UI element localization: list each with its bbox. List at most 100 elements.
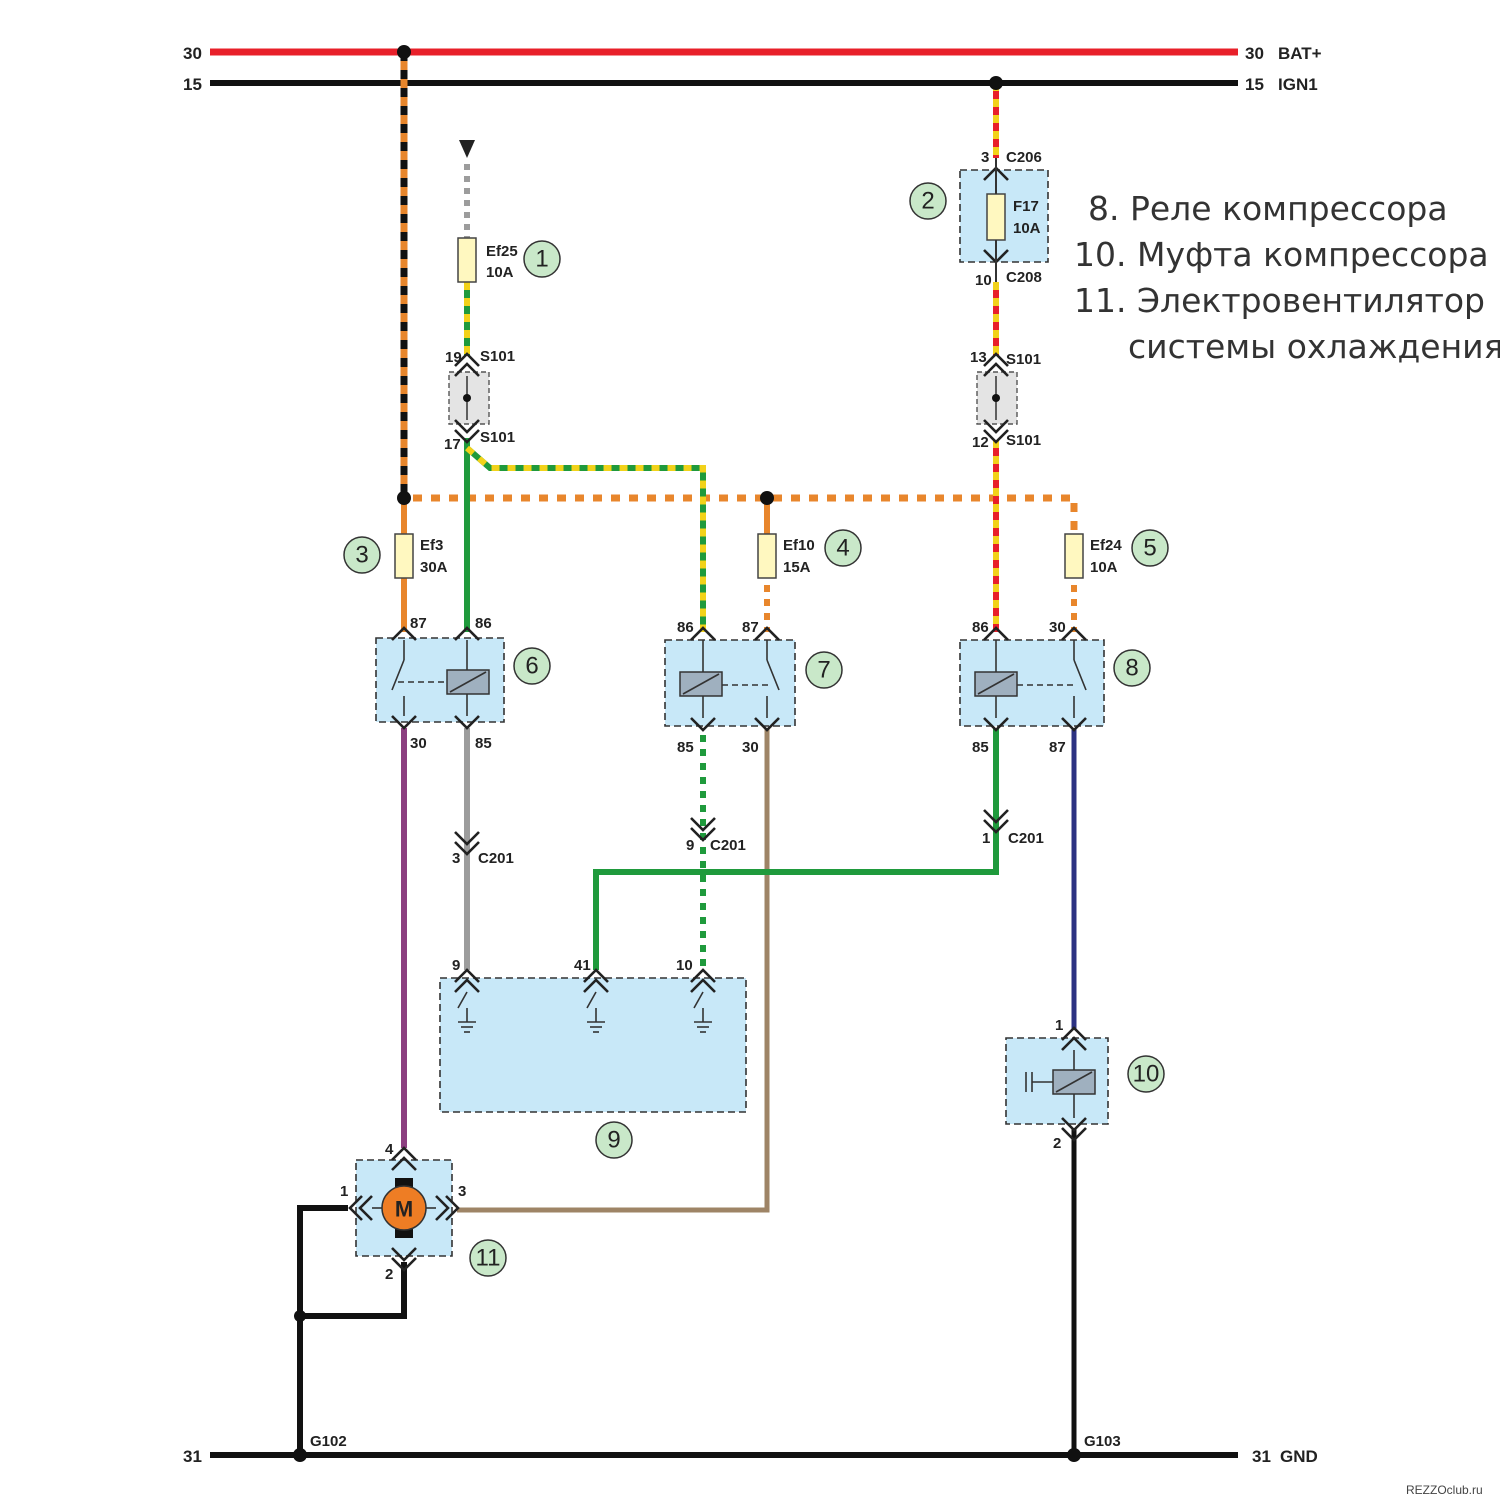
- fuse-ef3: [394, 533, 414, 579]
- callout-6: [513, 647, 551, 685]
- clutch-pin-top: 1: [1055, 1017, 1063, 1034]
- callout-3-label: 3: [355, 542, 368, 569]
- callout-5: [1131, 529, 1169, 567]
- fuse-ef3-name: Ef3: [420, 537, 443, 554]
- fuse-f17: [959, 158, 1049, 282]
- rail-gnd-right-name: GND: [1280, 1447, 1318, 1466]
- legend-line-3: 11. Электровентилятор: [1074, 281, 1485, 320]
- rail-ign-right-name: IGN1: [1278, 75, 1318, 94]
- ecu-pin-b: 41: [574, 957, 591, 974]
- cooling-fan-motor: [348, 1146, 460, 1272]
- callout-6-label: 6: [525, 653, 538, 680]
- relay7-pin-bl: 85: [677, 739, 694, 756]
- c206-pin: 3: [981, 149, 989, 166]
- compressor-clutch: [1005, 1026, 1109, 1142]
- rail-ign-right-num: 15: [1245, 75, 1264, 94]
- callout-10-label: 10: [1133, 1061, 1160, 1088]
- legend-line-4: системы охлаждения: [1128, 327, 1500, 366]
- s101-right-bot-pin: 12: [972, 434, 989, 451]
- wire-fan-pin2-ground: [300, 1262, 407, 1319]
- fan-pin-bot: 2: [385, 1266, 393, 1283]
- callout-4-label: 4: [836, 535, 849, 562]
- wire-green-ecu-41: [593, 728, 999, 970]
- fan-pin-right: 3: [458, 1183, 466, 1200]
- connector-c201-a: [454, 831, 480, 856]
- fuse-ef24: [1064, 533, 1084, 579]
- callout-7: [805, 651, 843, 689]
- relay8-pin-tl: 86: [972, 619, 989, 636]
- ecu-module: [439, 968, 747, 1113]
- relay8-pin-br: 87: [1049, 739, 1066, 756]
- fan-pin-left: 1: [340, 1183, 348, 1200]
- wire-tan-fan: [457, 728, 770, 1213]
- c201-b-pin: 9: [686, 837, 694, 854]
- callout-1-label: 1: [535, 246, 548, 273]
- fuse-f17-rating: 10A: [1013, 220, 1041, 237]
- ecu-pin-c: 10: [676, 957, 693, 974]
- relay-8: [959, 626, 1105, 732]
- callout-11-label: 11: [476, 1245, 501, 1272]
- rail-gnd-left-label: 31: [183, 1447, 202, 1466]
- fuse-ef25: [457, 237, 477, 283]
- c208-pin: 10: [975, 272, 992, 289]
- splice-s101-right: [976, 352, 1018, 444]
- clutch-pin-bot: 2: [1053, 1135, 1061, 1152]
- s101-left-top-label: S101: [480, 348, 515, 365]
- ecu-pin-a: 9: [452, 957, 460, 974]
- relay7-pin-br: 30: [742, 739, 759, 756]
- s101-right-bot-label: S101: [1006, 432, 1041, 449]
- watermark: REZZOclub.ru: [1406, 1483, 1483, 1497]
- rail-bat-right-name: BAT+: [1278, 44, 1322, 63]
- fuse-ef10-name: Ef10: [783, 537, 815, 554]
- s101-left-top-pin: 19: [445, 349, 462, 366]
- ground-g102: G102: [310, 1433, 347, 1450]
- rail-bat-right-num: 30: [1245, 44, 1264, 63]
- junction-dots: [293, 45, 1081, 1462]
- relay6-pin-bl: 30: [410, 735, 427, 752]
- fuse-ef3-rating: 30A: [420, 559, 448, 576]
- c206-label: C206: [1006, 149, 1042, 166]
- c201-c-pin: 1: [982, 830, 990, 847]
- c201-c-label: C201: [1008, 830, 1044, 847]
- s101-right-top-label: S101: [1006, 351, 1041, 368]
- wire-continuation-arrow: [459, 140, 475, 158]
- relay6-pin-tr: 86: [475, 615, 492, 632]
- legend-line-1: 8. Реле компрессора: [1088, 189, 1448, 228]
- callout-2-label: 2: [921, 188, 934, 215]
- connector-c201-c: [983, 809, 1009, 834]
- callout-11: [469, 1239, 507, 1277]
- relay8-pin-tr: 30: [1049, 619, 1066, 636]
- callout-5-label: 5: [1143, 535, 1156, 562]
- fuse-ef10-rating: 15A: [783, 559, 811, 576]
- relay7-pin-tl: 86: [677, 619, 694, 636]
- callout-9: [595, 1121, 633, 1159]
- fuse-ef25-name: Ef25: [486, 243, 518, 260]
- relay6-pin-tl: 87: [410, 615, 427, 632]
- callout-4: [824, 529, 862, 567]
- callout-3: [343, 536, 381, 574]
- wire-green-yellow-relay7: [465, 445, 706, 632]
- callout-1: [523, 240, 561, 278]
- wire-orange-white-bus: [404, 494, 1078, 535]
- relay-6: [375, 626, 505, 730]
- ground-g103: G103: [1084, 1433, 1121, 1450]
- callout-9-label: 9: [607, 1127, 620, 1154]
- callout-8: [1113, 649, 1151, 687]
- relay7-pin-tr: 87: [742, 619, 759, 636]
- relay6-pin-br: 85: [475, 735, 492, 752]
- fuse-ef25-rating: 10A: [486, 264, 514, 281]
- rail-gnd-right-num: 31: [1252, 1447, 1271, 1466]
- c201-b-label: C201: [710, 837, 746, 854]
- connector-c201-b: [690, 817, 716, 842]
- fuse-ef24-rating: 10A: [1090, 559, 1118, 576]
- wire-fan-pin1-ground: [297, 1205, 348, 1455]
- fan-pin-top: 4: [385, 1141, 394, 1158]
- fan-motor-label: M: [395, 1197, 413, 1222]
- s101-right-top-pin: 13: [970, 349, 987, 366]
- fuse-ef24-name: Ef24: [1090, 537, 1122, 554]
- splice-s101-left: [448, 352, 490, 444]
- c201-a-label: C201: [478, 850, 514, 867]
- callout-8-label: 8: [1125, 655, 1138, 682]
- rail-ign-left-label: 15: [183, 75, 202, 94]
